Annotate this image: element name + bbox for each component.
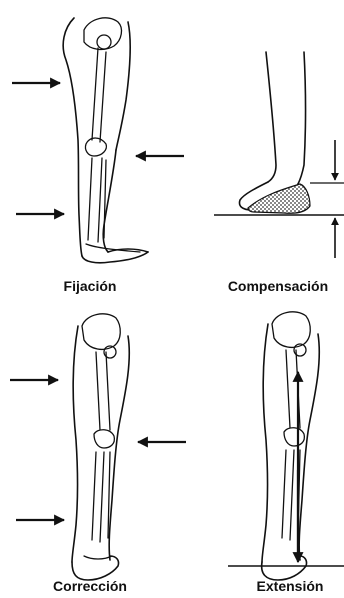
- extension-bones: [272, 312, 310, 540]
- fijacion-force-arrows: [12, 83, 184, 214]
- fijacion-illustration: [12, 18, 184, 263]
- correccion-bones: [82, 314, 120, 559]
- compensacion-illustration: [214, 52, 344, 258]
- caption-correccion: Corrección: [40, 578, 140, 594]
- fijacion-bones: [84, 18, 140, 252]
- caption-compensacion: Compensación: [212, 278, 344, 294]
- extension-illustration: [228, 312, 344, 580]
- caption-extension: Extensión: [244, 578, 336, 594]
- correccion-illustration: [10, 314, 186, 580]
- caption-fijacion: Fijación: [50, 278, 130, 294]
- extension-leg-outline: [262, 324, 320, 580]
